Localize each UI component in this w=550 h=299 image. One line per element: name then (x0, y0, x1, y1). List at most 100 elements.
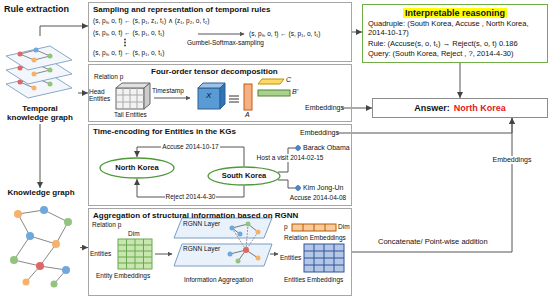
temporal-graph: Temporal knowledge graph (2, 36, 78, 124)
matrix-label: Relation Embeddings (284, 234, 346, 241)
rule-sampling-panel: Sampling and representation of temporal … (88, 2, 352, 62)
rgnn-illustration (304, 258, 344, 259)
axis-label: Dim (338, 223, 350, 230)
tensor-illustration (116, 102, 144, 103)
tensor-illustration (220, 83, 225, 109)
axis-label: Head Entities (89, 88, 113, 102)
node-heading: Interpretable reasoning (403, 8, 507, 18)
tensor-symbol: B' (292, 88, 298, 96)
knowledge-graph-illustration (36, 262, 44, 270)
rgnn-illustration (232, 228, 246, 250)
rgnn-illustration (314, 224, 315, 231)
rgnn-illustration (270, 254, 278, 255)
connector (80, 247, 88, 248)
rgnn-illustration (304, 244, 344, 272)
tensor-illustration (116, 95, 144, 96)
node-text: Query: (South Korea, Reject , ?, 2014-4-… (368, 50, 542, 59)
connector (40, 124, 41, 188)
knowledge-graph-illustration (51, 281, 58, 288)
connector (78, 93, 88, 94)
node-heading: Sampling and representation of temporal … (93, 5, 270, 14)
tensor-illustration (130, 88, 131, 109)
node-heading: Kim Jong-Un (303, 184, 343, 192)
temporal-graph-illustration (32, 86, 37, 91)
node-text: Gumbel-Softmax-sampling (187, 39, 264, 46)
temporal-graph-illustration (32, 58, 37, 63)
connector (352, 32, 362, 33)
temporal-graph-illustration (32, 72, 37, 77)
tensor-illustration (137, 88, 138, 109)
rgnn-illustration (155, 254, 172, 255)
node-text: (s, pₖ, o, t) ← (s, p₁, o, t₁) (93, 29, 164, 36)
node-heading: Temporal knowledge graph (2, 104, 78, 122)
knowledge-graph-illustration (64, 218, 72, 226)
rgnn-illustration (118, 257, 152, 258)
knowledge-graph-illustration (52, 240, 60, 248)
knowledge-graph-illustration (23, 279, 30, 286)
tensor-symbol: C (286, 76, 291, 84)
connector (352, 108, 372, 109)
node-text: (s, pₖ, o, t) ← (s, p₁, o, t₁) (93, 49, 164, 56)
tensor-illustration (123, 88, 124, 109)
tensor-symbol: A (245, 111, 250, 119)
ellipse-outline (100, 158, 174, 178)
node-heading: Knowledge graph (2, 188, 80, 197)
knowledge-graph-illustration (14, 260, 40, 266)
connector-label: Embeddings (492, 156, 533, 164)
rgnn-illustration (246, 224, 248, 250)
knowledge-graph-illustration (10, 206, 72, 288)
tensor-illustration (229, 96, 239, 97)
entity-ellipse: South Korea (207, 166, 281, 186)
rgnn-illustration (256, 230, 261, 235)
node-heading: Barack Obama (303, 144, 350, 152)
knowledge-graph-illustration (44, 210, 68, 222)
node-text: (s, pₖ, o, t) ← (s, p₁, o, t₁) (249, 30, 320, 37)
connector-label: Accuse 2014-10-17 (161, 143, 219, 150)
node-text: Rule: (Accuse(s, o, t₁) → Reject(s, o, t… (368, 40, 542, 49)
tensor-illustration (229, 102, 239, 103)
tensor-illustration (258, 79, 284, 84)
rgnn-illustration (236, 259, 241, 264)
connector (460, 63, 461, 98)
knowledge-graph: Knowledge graph (2, 188, 80, 288)
connector (352, 118, 512, 133)
axis-label: Entities (280, 254, 301, 261)
axis-label: Dim (128, 230, 140, 237)
knowledge-graph-illustration (30, 236, 56, 244)
ellipse-outline (208, 167, 280, 185)
temporal-graph-illustration (48, 54, 53, 59)
rgnn-illustration (230, 226, 235, 231)
section-label: Rule extraction (4, 4, 69, 14)
operation-label: Concatenate/ Point-wise addition (378, 238, 488, 247)
rgnn-illustration (118, 251, 152, 252)
connector (278, 180, 295, 188)
tensor-illustration (229, 99, 239, 100)
temporal-graph-illustration (6, 46, 72, 70)
rgnn-illustration (303, 224, 304, 231)
rgnn-illustration (118, 263, 152, 264)
rgnn-illustration (118, 218, 344, 272)
connector-label: Reject 2014-4-30 (165, 193, 217, 200)
axis-label: Timestamp (152, 87, 184, 94)
connector (352, 118, 512, 252)
connector-label: Host a visit 2014-02-15 (256, 154, 325, 161)
layer-label: RGNN Layer (183, 220, 220, 227)
rgnn-illustration (126, 239, 127, 269)
temporal-graph-illustration (34, 48, 39, 53)
tensor-illustration (154, 98, 190, 99)
temporal-graph-illustration (48, 68, 53, 73)
knowledge-graph-illustration (40, 206, 48, 214)
output-label: Embeddings (300, 129, 339, 137)
axis-label: Entities (90, 250, 111, 257)
node-heading: Time-encoding for Entities in the KGs (93, 127, 236, 136)
tensor-illustration (144, 83, 150, 109)
sampling-illustration (198, 34, 244, 35)
node-heading: North Korea (115, 164, 158, 173)
knowledge-graph-illustration (10, 256, 18, 264)
rgnn-illustration (174, 244, 272, 266)
rgnn-illustration (292, 224, 336, 231)
sampling-illustration (124, 45, 126, 47)
answer-box: Answer:North Korea (372, 98, 548, 118)
entity-point: Kim Jong-Un (295, 184, 343, 192)
layer-label: Information Aggregation (184, 276, 253, 283)
